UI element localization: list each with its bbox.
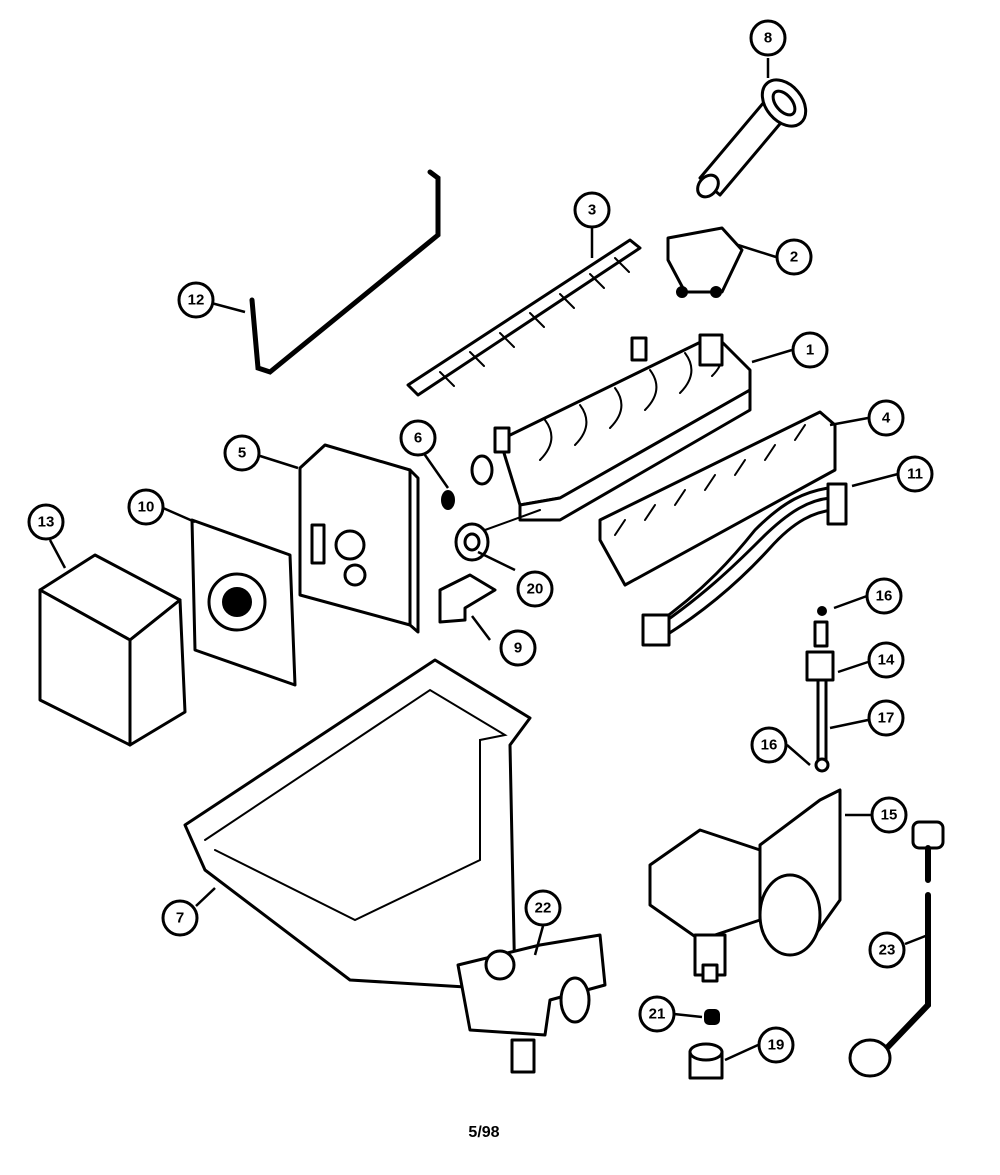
svg-text:10: 10 [138, 499, 155, 516]
svg-text:2: 2 [790, 249, 798, 266]
callout-5: 5 [223, 434, 261, 472]
part-8-fill-tube [696, 78, 808, 199]
svg-text:23: 23 [879, 942, 896, 959]
svg-text:9: 9 [514, 640, 522, 657]
callout-9: 9 [499, 629, 537, 667]
svg-text:12: 12 [188, 292, 205, 309]
part-12-shutoff-arm [249, 169, 441, 375]
svg-text:11: 11 [907, 466, 923, 483]
svg-text:13: 13 [38, 514, 55, 531]
svg-text:4: 4 [882, 410, 891, 427]
callout-20: 20 [516, 570, 554, 608]
part-13-cover [38, 553, 187, 747]
callout-19: 19 [757, 1026, 795, 1064]
callout-7: 7 [161, 899, 199, 937]
callout-17: 17 [867, 699, 905, 737]
callout-16-top: 16 [865, 577, 903, 615]
part-21-nut [704, 1009, 720, 1025]
callout-23: 23 [868, 931, 906, 969]
callout-3: 3 [573, 191, 611, 229]
svg-text:20: 20 [527, 581, 544, 598]
part-6-clip [441, 454, 494, 510]
callout-1: 1 [791, 331, 829, 369]
callout-2: 2 [775, 238, 813, 276]
part-11-wire-harness [641, 482, 848, 647]
callout-22: 22 [524, 889, 562, 927]
svg-text:16: 16 [876, 588, 893, 605]
svg-text:5: 5 [238, 445, 246, 462]
part-23-water-tube [848, 820, 945, 1078]
part-20-gear [454, 509, 541, 562]
callout-12: 12 [177, 281, 215, 319]
svg-text:16: 16 [761, 737, 778, 754]
callout-8: 8 [749, 19, 787, 57]
svg-text:6: 6 [414, 430, 422, 447]
part-3-ejector [406, 238, 642, 397]
footer-date: 5/98 [468, 1124, 499, 1141]
callout-11: 11 [896, 455, 934, 493]
part-15-water-valve [648, 788, 842, 983]
part-7-ice-bin [183, 658, 532, 992]
callout-15: 15 [870, 796, 908, 834]
callout-16-bottom: 16 [750, 726, 788, 764]
callout-10: 10 [127, 488, 165, 526]
callout-13: 13 [27, 503, 65, 541]
svg-text:21: 21 [649, 1006, 666, 1023]
svg-text:3: 3 [588, 202, 596, 219]
callout-6: 6 [399, 419, 437, 457]
part-1-mold-and-heater [493, 333, 752, 522]
svg-text:14: 14 [878, 652, 895, 669]
part-2-thermostat [666, 226, 744, 298]
part-9-switch [438, 573, 497, 624]
callout-4: 4 [867, 399, 905, 437]
svg-text:17: 17 [878, 710, 895, 727]
svg-text:15: 15 [881, 807, 898, 824]
leader-lines [48, 58, 929, 1062]
svg-text:22: 22 [535, 900, 552, 917]
svg-text:7: 7 [176, 910, 184, 927]
part-5-housing [298, 443, 420, 634]
part-19-coupling [688, 1042, 724, 1080]
callout-14: 14 [867, 641, 905, 679]
part-16-17-14-fittings [805, 606, 835, 773]
svg-text:1: 1 [806, 342, 814, 359]
part-4-stripper [598, 410, 837, 587]
svg-text:8: 8 [764, 30, 772, 47]
part-10-mounting-plate [190, 518, 297, 687]
svg-text:19: 19 [768, 1037, 785, 1054]
part-22-water-valve [456, 933, 607, 1074]
callout-21: 21 [638, 995, 676, 1033]
